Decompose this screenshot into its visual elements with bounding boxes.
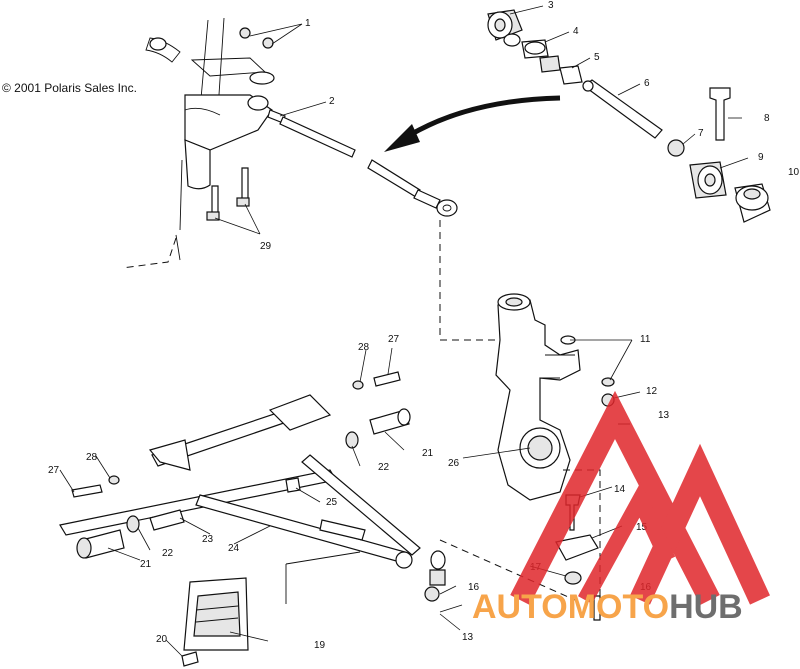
- callout-11: 11: [640, 334, 651, 345]
- callout-8: 8: [764, 113, 770, 124]
- svg-text:AUTOMOTOHUB: AUTOMOTOHUB: [472, 588, 743, 626]
- callout-15: 15: [636, 522, 648, 533]
- lower-dash-line: [439, 539, 576, 601]
- callout-26: 26: [448, 458, 460, 469]
- callout-27-right: 27: [388, 334, 400, 345]
- callout-7: 7: [698, 128, 704, 139]
- a-arm-assembly: [59, 371, 463, 613]
- callout-14: 14: [614, 484, 626, 495]
- callout-2: 2: [329, 96, 335, 107]
- ball-joint-kit: [487, 9, 771, 223]
- spindle: [495, 293, 581, 501]
- copyright-text: © 2001 Polaris Sales Inc.: [2, 81, 137, 95]
- watermark-text: AUTOMOTOHUB: [472, 588, 743, 626]
- callout-19: 19: [314, 640, 326, 651]
- callout-1: 1: [305, 18, 311, 29]
- callout-6: 6: [644, 78, 650, 89]
- callout-3: 3: [548, 0, 554, 11]
- watermark-logo: [510, 390, 770, 606]
- callout-28-left: 28: [86, 452, 98, 463]
- callout-9: 9: [758, 152, 764, 163]
- callout-5: 5: [594, 52, 600, 63]
- callout-16-left: 16: [468, 582, 480, 593]
- callout-24: 24: [228, 543, 240, 554]
- leader-lines: [59, 5, 749, 657]
- watermark-text-part1: AUTOMOTO: [472, 588, 669, 626]
- callout-12: 12: [646, 386, 658, 397]
- callout-21-left: 21: [140, 559, 152, 570]
- callout-25: 25: [326, 497, 338, 508]
- callout-13-bottom: 13: [462, 632, 474, 643]
- callout-23: 23: [202, 534, 214, 545]
- callout-22-right: 22: [378, 462, 390, 473]
- tie-rod-dash-line: [439, 220, 498, 341]
- callout-10: 10: [788, 167, 800, 178]
- steering-post-assembly: [121, 17, 275, 269]
- tie-rod: [247, 95, 458, 217]
- callout-29: 29: [260, 241, 272, 252]
- callout-21-right: 21: [422, 448, 434, 459]
- callout-27-left: 27: [48, 465, 60, 476]
- callout-28-right: 28: [358, 342, 370, 353]
- callout-4: 4: [573, 26, 579, 37]
- direction-arrow: [384, 95, 561, 152]
- watermark-text-part2: HUB: [669, 588, 743, 626]
- callout-13-top: 13: [658, 410, 670, 421]
- callout-22-left: 22: [162, 548, 174, 559]
- skid-plate: [181, 577, 249, 667]
- callout-20: 20: [156, 634, 168, 645]
